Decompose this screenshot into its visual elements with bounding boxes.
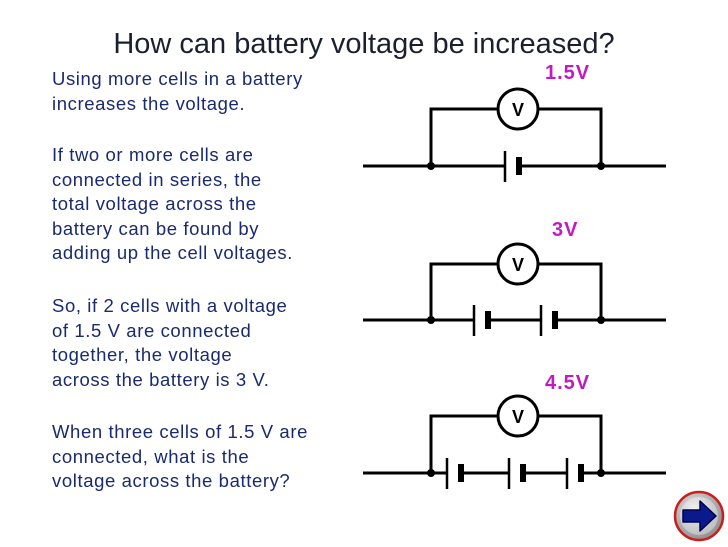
junction-dot [427,469,435,477]
paragraph-4: When three cells of 1.5 V are connected,… [52,420,308,494]
wire [429,262,498,320]
circuit-2 [363,242,666,336]
paragraph-line: So, if 2 cells with a voltage [52,295,288,316]
paragraph-line: voltage across the battery? [52,470,291,491]
voltmeter-symbol: V [512,100,524,120]
wire [429,414,498,473]
junction-dot [597,469,605,477]
paragraph-line: together, the voltage [52,344,233,365]
voltmeter-symbol: V [512,407,524,427]
paragraph-3: So, if 2 cells with a voltage of 1.5 V a… [52,294,287,392]
voltmeter [496,87,540,131]
paragraph-line: adding up the cell voltages. [52,242,294,263]
paragraph-line: increases the voltage. [52,92,246,114]
right-arrow-icon [673,490,725,542]
junction-dot [597,316,605,324]
voltmeter [496,242,540,286]
paragraph-line: When three cells of 1.5 V are [52,421,308,442]
voltage-label-2: 3V [552,219,579,241]
paragraph-line: total voltage across the [52,193,257,214]
paragraph-line: If two or more cells are [52,144,254,165]
junction-dot [427,162,435,170]
voltmeter [496,394,540,438]
paragraph-line: of 1.5 V are connected [52,319,252,341]
slide-title: How can battery voltage be increased? [113,28,615,60]
paragraph-line: Using more cells in a battery [52,68,303,89]
junction-dot [427,316,435,324]
next-slide-button[interactable] [673,490,725,542]
paragraph-line: connected in series, the [52,168,262,190]
paragraph-2: If two or more cells are connected in se… [52,143,293,266]
voltage-label-1: 1.5V [545,62,591,84]
circuit-3 [363,394,666,489]
wire [429,107,498,166]
wire [539,262,603,320]
paragraph-1: Using more cells in a battery increases … [52,67,303,116]
paragraph-line: across the battery is 3 V. [52,368,270,390]
circuit-1 [363,87,666,182]
wire [539,414,603,473]
voltmeter-symbol: V [512,255,524,275]
junction-dot [597,162,605,170]
paragraph-line: connected, what is the [52,445,250,467]
voltage-label-3: 4.5V [545,372,591,394]
paragraph-line: battery can be found by [52,217,260,239]
wire [539,107,603,166]
